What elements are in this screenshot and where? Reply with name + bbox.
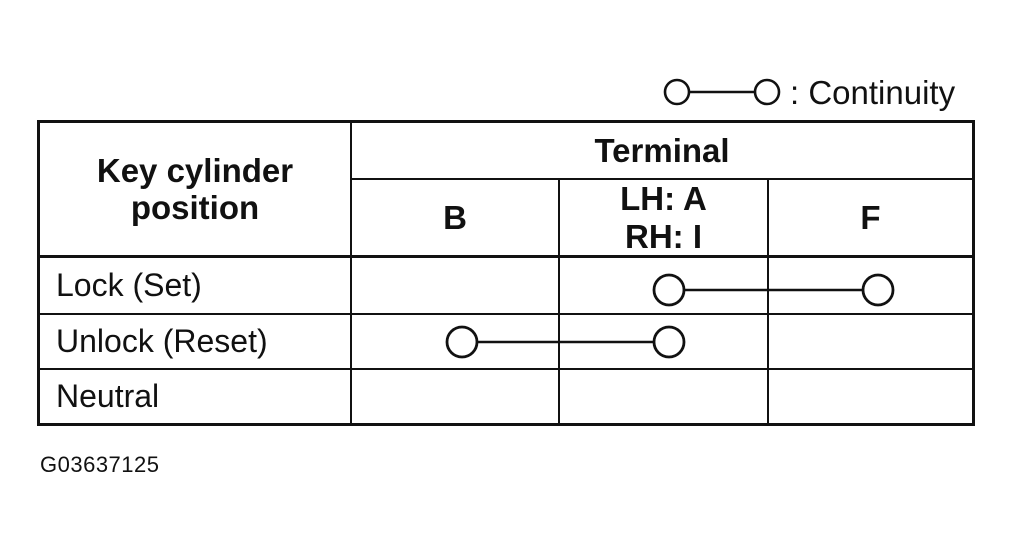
- continuity-terminal-circle: [652, 273, 686, 307]
- row-label-lock: Lock (Set): [56, 267, 202, 304]
- table-border-top: [37, 120, 975, 123]
- column-header-rh: RH: I: [625, 217, 702, 255]
- continuity-terminal-circle: [652, 325, 686, 359]
- figure-code: G03637125: [40, 452, 160, 477]
- table-border-right: [972, 120, 975, 426]
- table-border-left: [37, 120, 40, 426]
- divider-header-bottom: [37, 255, 975, 258]
- divider-corner: [350, 120, 352, 426]
- row-label-neutral: Neutral: [56, 378, 160, 415]
- corner-header-line2: position: [130, 189, 260, 226]
- column-header-f: F: [860, 198, 881, 236]
- column-header-a-i: LH: A RH: I: [560, 180, 767, 255]
- divider-row-2: [37, 368, 975, 370]
- corner-header-line1: Key cylinder: [96, 151, 294, 189]
- group-header-terminal: Terminal: [594, 131, 730, 169]
- table-border-bottom: [37, 423, 975, 426]
- column-header-b: B: [443, 198, 467, 236]
- continuity-symbol-icon: [663, 78, 781, 106]
- corner-header: Key cylinder position: [40, 123, 350, 255]
- divider-col-1: [558, 178, 560, 426]
- continuity-legend: : Continuity: [662, 70, 955, 114]
- row-label-unlock: Unlock (Reset): [56, 323, 268, 360]
- continuity-terminal-circle: [861, 273, 895, 307]
- divider-group-header: [350, 178, 974, 180]
- divider-row-1: [37, 313, 975, 315]
- divider-col-2: [767, 178, 769, 426]
- column-header-lh: LH: A: [620, 180, 707, 218]
- continuity-terminal-circle: [445, 325, 479, 359]
- legend-label: : Continuity: [790, 73, 956, 111]
